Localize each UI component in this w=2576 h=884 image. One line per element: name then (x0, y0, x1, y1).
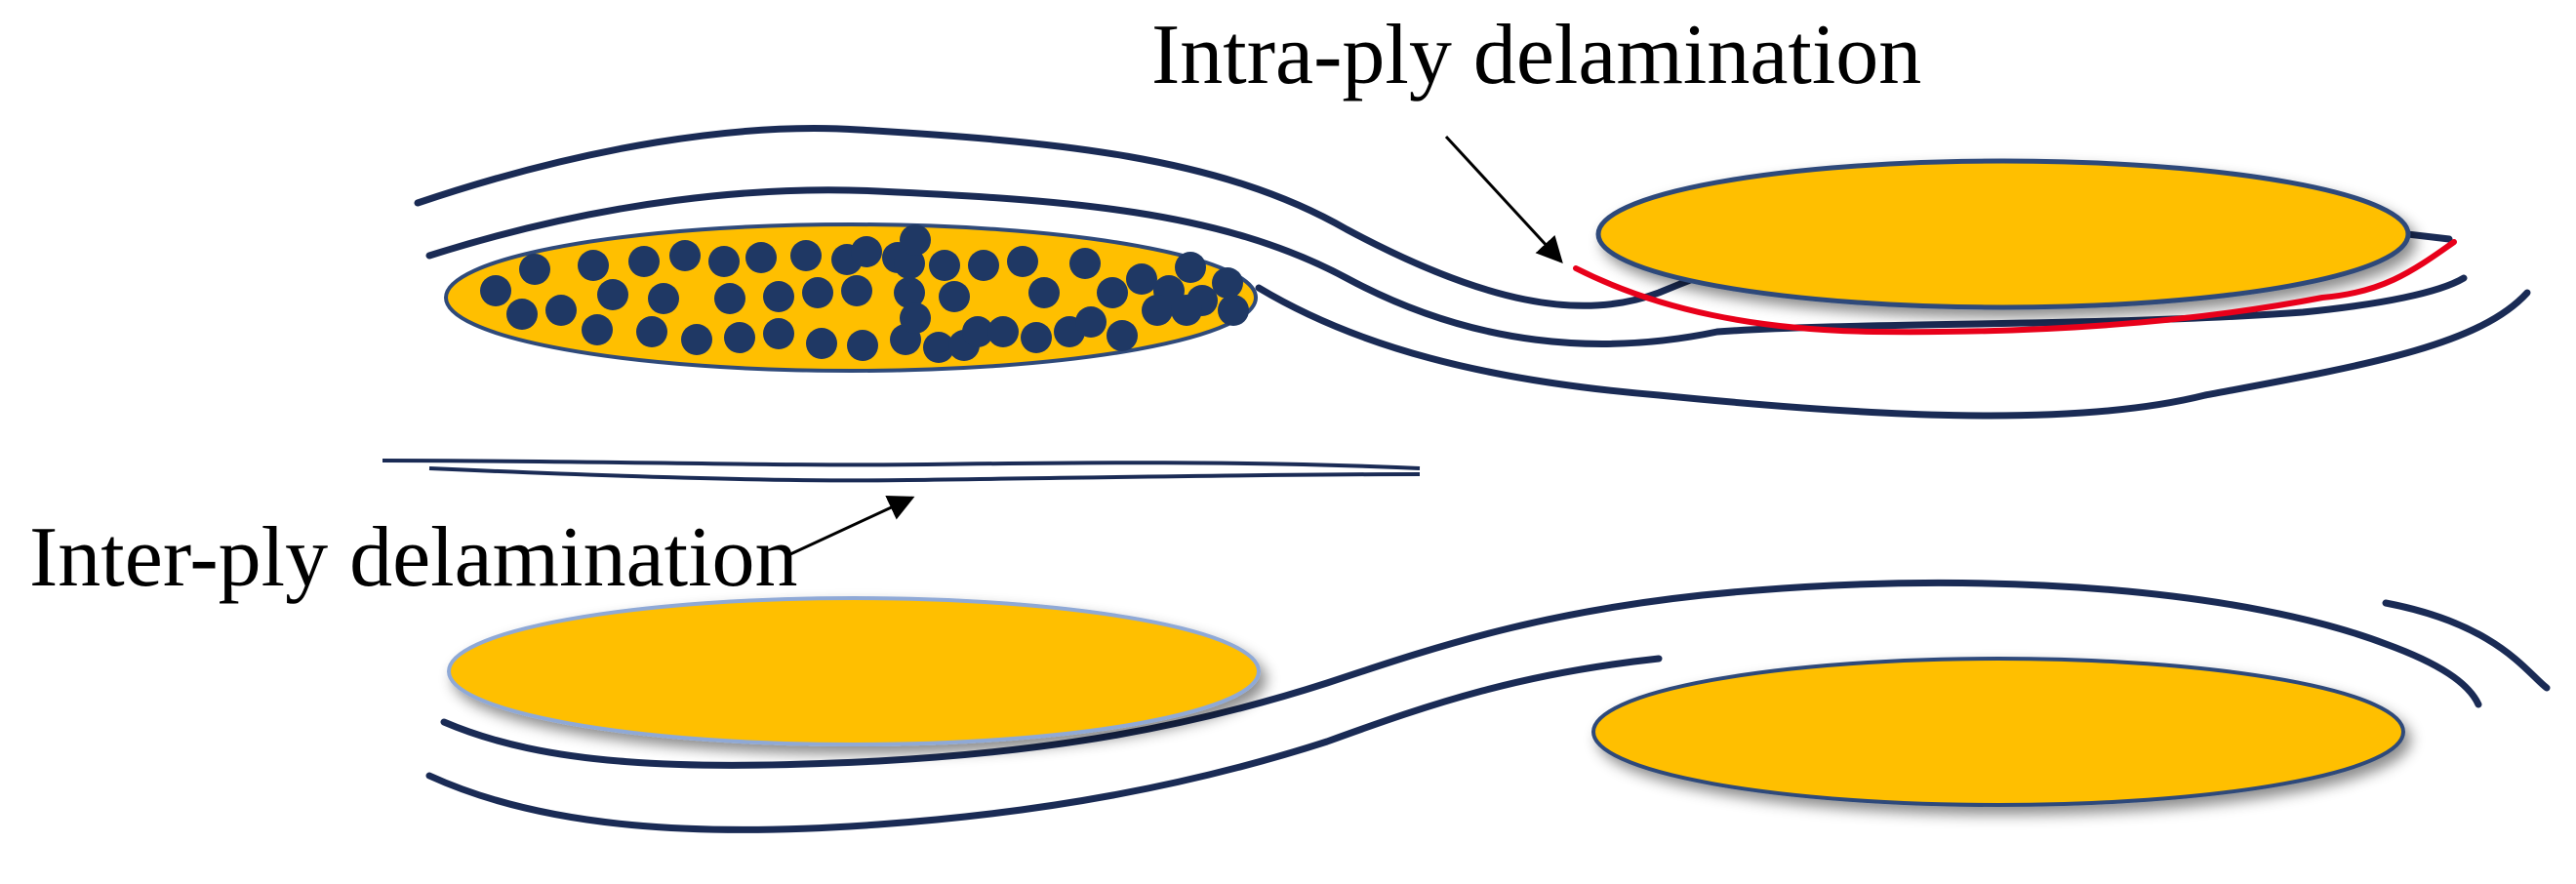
fiber-dot (1007, 246, 1038, 277)
lower-yarn-line-3 (2382, 599, 2551, 692)
fiber-dot (1021, 322, 1052, 353)
fiber-dot (578, 250, 609, 281)
fiber-dot (790, 240, 822, 271)
fiber-dot (987, 316, 1019, 347)
fiber-dot (929, 250, 960, 281)
upper-yarn-line-3 (1255, 284, 2531, 420)
fiber-dot (1069, 248, 1101, 279)
inter-ply-label: Inter-ply delamination (29, 510, 798, 605)
inter-ply-gap-upper (382, 459, 1421, 470)
fiber-dot (847, 330, 878, 361)
fiber-dot (582, 314, 613, 345)
fiber-dot (724, 322, 755, 353)
inter-ply-arrow (789, 495, 915, 556)
fiber-dot (648, 283, 679, 314)
fiber-dot (1175, 252, 1206, 283)
intra-ply-crack (1573, 239, 2457, 336)
intra-ply-label: Intra-ply delamination (1151, 8, 1921, 102)
fiber-dot (1028, 277, 1060, 308)
fiber-dot (962, 316, 993, 347)
fiber-dot (806, 328, 837, 359)
tow-lower-right (1591, 657, 2405, 807)
fiber-dot (597, 279, 628, 310)
inter-ply-gap (382, 459, 1421, 483)
lower-yarn-lines (425, 579, 2551, 833)
fiber-dot (841, 275, 872, 306)
fiber-dot (851, 236, 882, 267)
fiber-dot (923, 332, 954, 363)
fiber-dot (545, 295, 577, 326)
lower-yarn-line-2 (425, 655, 1663, 833)
fiber-dot (745, 242, 777, 273)
fiber-cross-sections (480, 224, 1249, 363)
fiber-dot (894, 248, 925, 279)
fiber-dot (669, 240, 701, 271)
upper-yarn-line-2 (425, 186, 2468, 347)
fiber-dot (1097, 277, 1128, 308)
tow-lower-left (447, 596, 1261, 746)
lower-yarn-line-1 (440, 579, 2482, 769)
intra-ply-arrow (1444, 135, 1563, 263)
fiber-dot (1212, 267, 1243, 299)
fiber-dot (636, 316, 667, 347)
fiber-dot (506, 299, 538, 330)
fiber-dot (1075, 306, 1107, 338)
fiber-dot (1171, 295, 1202, 326)
fiber-dot (681, 324, 712, 355)
fiber-dot (714, 283, 745, 314)
tow-upper-right (1595, 158, 2411, 310)
inter-ply-gap-lower (428, 466, 1421, 483)
fiber-dot (939, 281, 970, 312)
fiber-dot (628, 246, 660, 277)
fiber-dot (900, 224, 931, 256)
fiber-dot (1126, 263, 1157, 295)
fiber-dot (1218, 295, 1249, 326)
fiber-dot (1142, 295, 1173, 326)
fiber-dot (519, 254, 550, 285)
fiber-dot (894, 277, 925, 308)
fiber-dot (480, 275, 511, 306)
fiber-dot (968, 250, 999, 281)
fiber-dot (708, 246, 740, 277)
fiber-dot (900, 302, 931, 334)
fiber-dot (763, 318, 794, 349)
fiber-dot (802, 277, 833, 308)
fiber-dot (763, 281, 794, 312)
fiber-dot (1107, 320, 1138, 351)
